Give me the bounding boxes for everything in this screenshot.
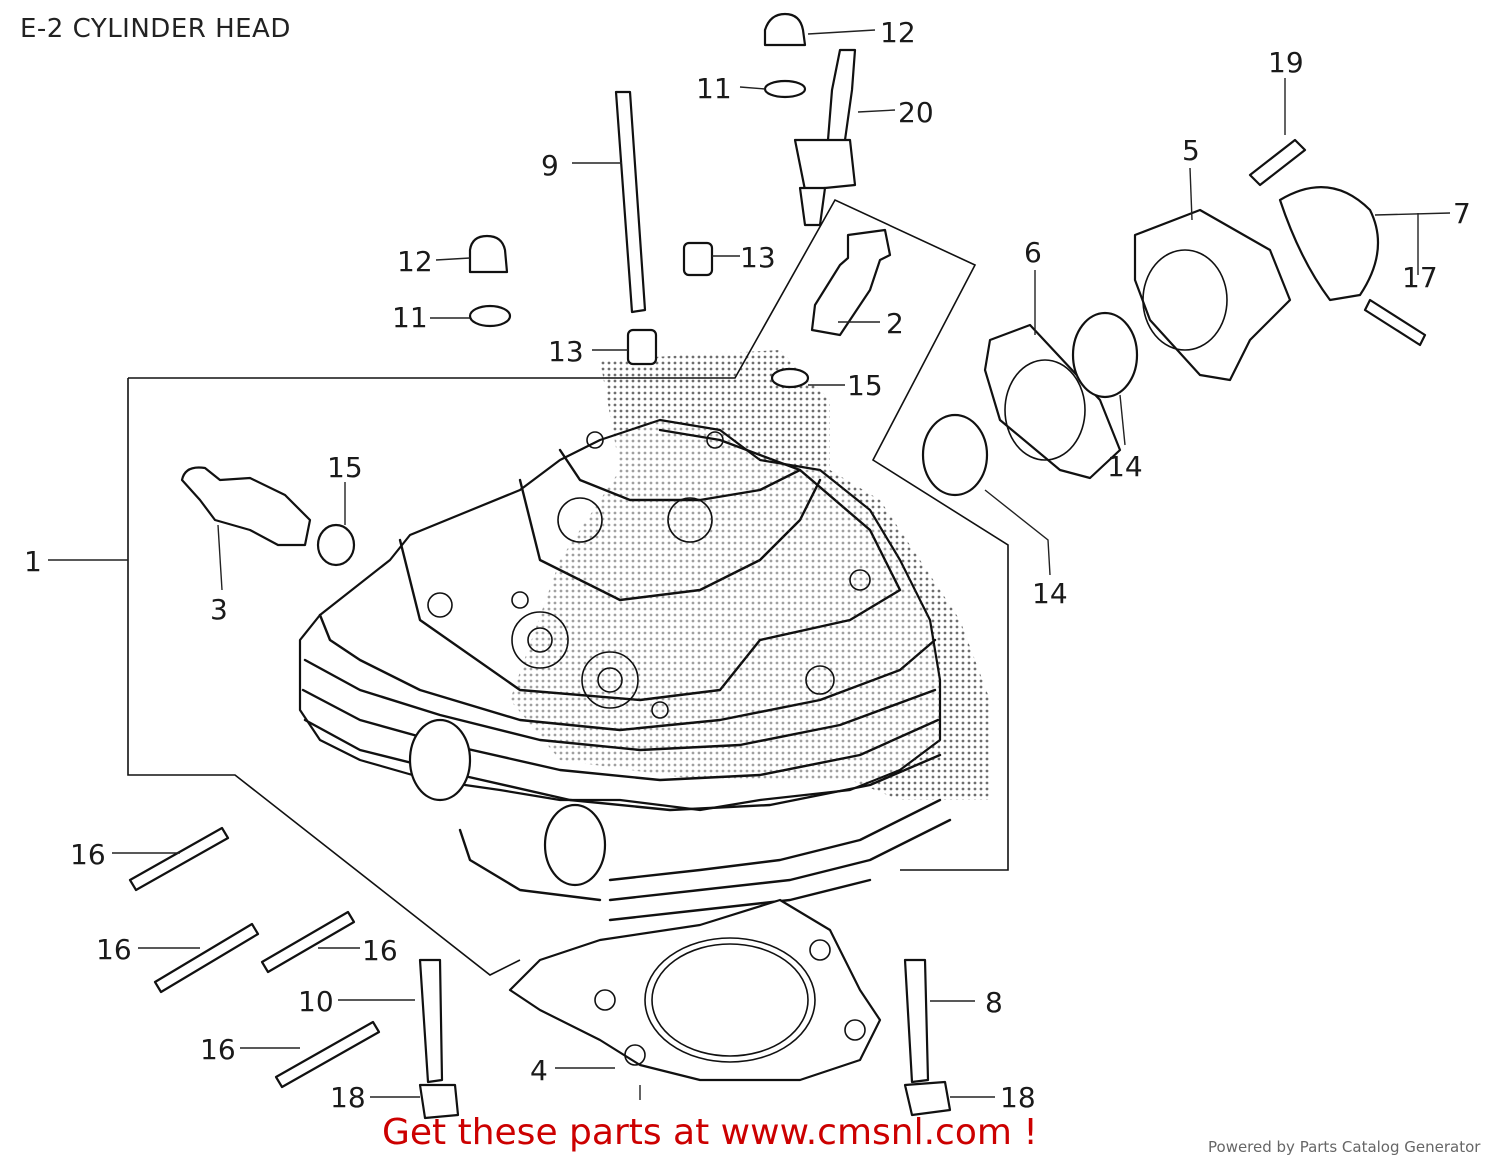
assembly-outline xyxy=(127,198,1009,976)
callout-7: 7 xyxy=(1453,197,1471,230)
spark-plug xyxy=(793,48,857,227)
cylinder-head xyxy=(298,418,952,922)
callout-18-right: 18 xyxy=(1000,1081,1036,1114)
small-parts xyxy=(180,12,892,567)
callout-10: 10 xyxy=(298,985,334,1018)
callout-15-left: 15 xyxy=(327,451,363,484)
leader-lines xyxy=(48,29,1451,1100)
studs-and-bolts xyxy=(128,826,952,1120)
callout-13-upper: 13 xyxy=(740,241,776,274)
callout-3: 3 xyxy=(210,593,228,626)
callout-16-a: 16 xyxy=(70,838,106,871)
promo-link[interactable]: Get these parts at www.cmsnl.com ! xyxy=(382,1112,1038,1153)
head-gasket xyxy=(508,898,882,1082)
halftone-shading xyxy=(510,350,990,800)
callout-18-left: 18 xyxy=(330,1081,366,1114)
callout-16-c: 16 xyxy=(362,934,398,967)
callout-numbers: 12 11 20 9 19 5 7 17 6 12 13 11 2 13 15 … xyxy=(24,16,1471,1114)
callout-16-d: 16 xyxy=(200,1033,236,1066)
intake-parts xyxy=(921,138,1427,497)
callout-15-right: 15 xyxy=(847,369,883,402)
callout-14-lower: 14 xyxy=(1032,577,1068,610)
callout-14-upper: 14 xyxy=(1107,450,1143,483)
callout-11-mid: 11 xyxy=(392,301,428,334)
callout-16-b: 16 xyxy=(96,933,132,966)
callout-20: 20 xyxy=(898,96,934,129)
callout-5: 5 xyxy=(1182,134,1200,167)
powered-by-footer: Powered by Parts Catalog Generator xyxy=(1208,1138,1481,1156)
callout-17: 17 xyxy=(1402,261,1438,294)
page-title: E-2 CYLINDER HEAD xyxy=(20,14,291,44)
callout-13-lower: 13 xyxy=(548,335,584,368)
callout-9: 9 xyxy=(541,149,559,182)
callout-11-top: 11 xyxy=(696,72,732,105)
callout-4: 4 xyxy=(530,1054,548,1087)
callout-1: 1 xyxy=(24,545,42,578)
callout-8: 8 xyxy=(985,986,1003,1019)
callout-19: 19 xyxy=(1268,46,1304,79)
callout-6: 6 xyxy=(1024,236,1042,269)
callout-12-top: 12 xyxy=(880,16,916,49)
callout-2: 2 xyxy=(886,307,904,340)
callout-12-mid: 12 xyxy=(397,245,433,278)
